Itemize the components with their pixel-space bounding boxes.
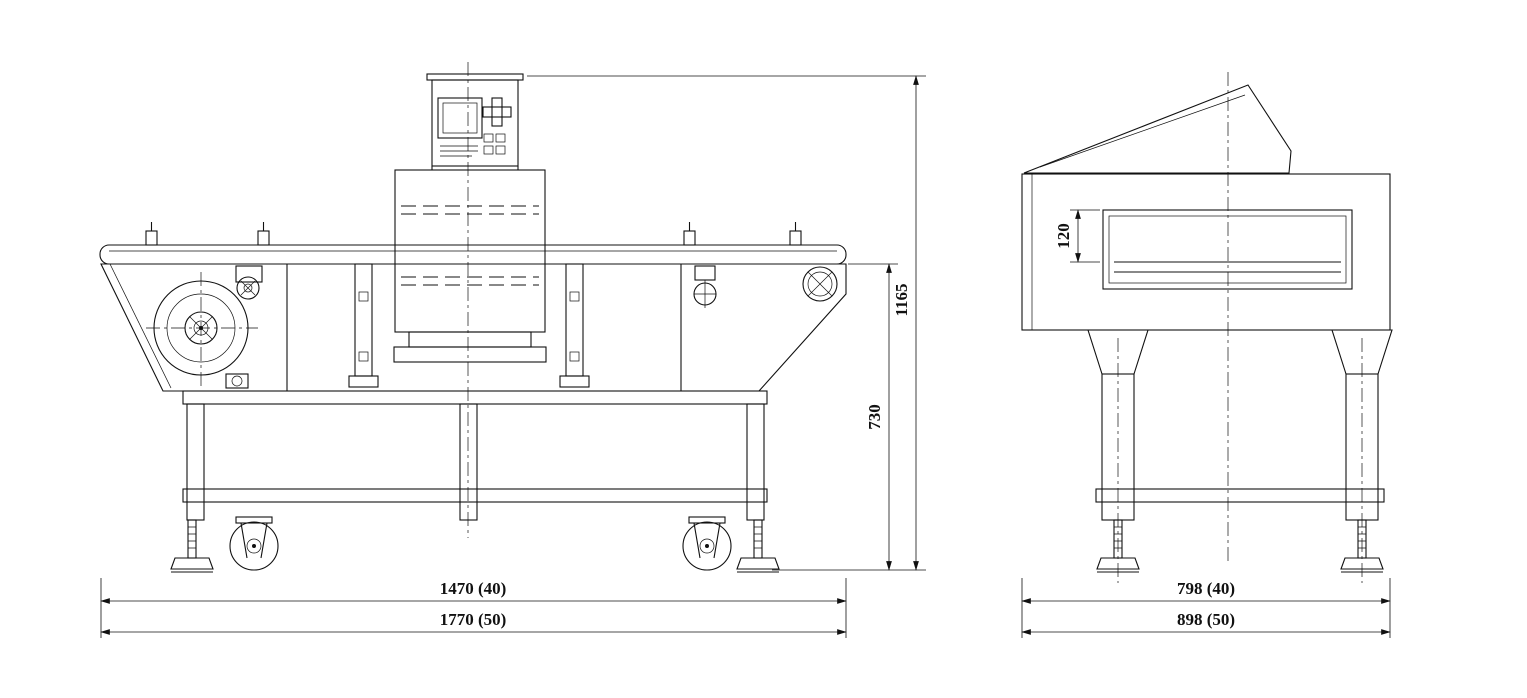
dim-height-belt: 730 (865, 404, 884, 430)
end-dimensions: 120 798 (40) 898 (50) (1021, 209, 1391, 638)
detector-base-lower (393, 346, 547, 363)
detector-base-upper (408, 331, 532, 348)
dim-width-model40: 798 (40) (1177, 579, 1235, 598)
dim-width-model50: 898 (50) (1177, 610, 1235, 629)
idler-roller (236, 276, 260, 300)
leg-centerlines (1117, 338, 1363, 583)
leg-left (186, 403, 205, 521)
tilted-lid (1023, 84, 1292, 174)
dim-length-model50: 1770 (50) (440, 610, 507, 629)
keypad-cross (482, 97, 512, 127)
end-view (1021, 72, 1393, 583)
tail-roller-assembly (680, 263, 847, 392)
front-view (99, 62, 847, 573)
front-dimensions: 1165 730 1470 (40) 1770 (50) (100, 75, 926, 638)
foot-left (170, 519, 214, 573)
tail-roller (802, 266, 838, 302)
motor-bracket (235, 265, 263, 283)
end-foot-right (1340, 519, 1384, 573)
dim-length-model40: 1470 (40) (440, 579, 507, 598)
drive-assembly (100, 263, 288, 392)
frame-stand (182, 390, 768, 521)
dim-aperture-height: 120 (1054, 223, 1073, 249)
cross-member (1095, 488, 1385, 503)
caster-left (229, 516, 279, 571)
display-screen (437, 97, 483, 139)
end-legs (1087, 329, 1393, 521)
sensor-bracket (693, 265, 717, 308)
control-panel (426, 73, 524, 170)
caster-right (682, 516, 732, 571)
belt-line-end (1114, 261, 1341, 273)
detector-housing-end (1021, 173, 1391, 331)
foot-right (736, 519, 780, 573)
leg-right (746, 403, 765, 521)
leg-middle (459, 403, 478, 521)
belt-supports (348, 263, 590, 388)
end-foot-left (1096, 519, 1140, 573)
detector-head (393, 169, 547, 363)
conveyor-belt (99, 222, 847, 265)
aperture (1102, 209, 1353, 290)
drive-drum (146, 272, 258, 386)
guide-brackets (145, 222, 802, 246)
tension-bolt (225, 373, 249, 389)
keypad-buttons (483, 133, 506, 155)
dim-height-total: 1165 (892, 283, 911, 316)
lower-shelf (182, 488, 768, 503)
